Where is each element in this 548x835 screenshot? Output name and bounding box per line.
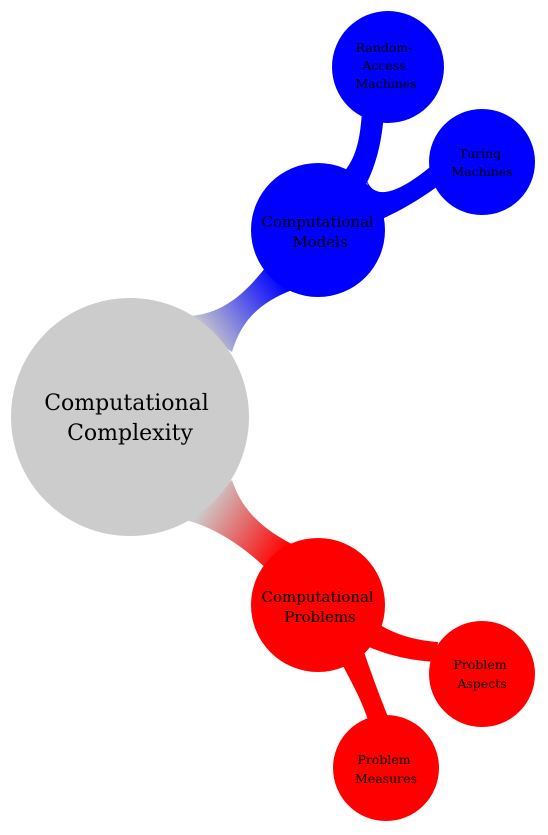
connector-problems-aspects [362, 618, 438, 662]
leaf-label-random-access-line-3: Machines [355, 76, 416, 91]
leaf-label-turing-line-2: Machines [451, 164, 512, 179]
branch-label-models-line-1: Computational [261, 213, 373, 231]
branch-label-problems-line-1: Computational [261, 588, 373, 606]
branch-node-problems [251, 538, 385, 672]
branch-node-models [251, 163, 385, 297]
leaf-node-random-access-machines [332, 11, 444, 123]
connector-models-turing [366, 162, 446, 222]
leaf-node-problem-aspects [429, 621, 535, 727]
leaf-label-random-access-line-1: Random- [356, 40, 413, 55]
leaf-label-problem-measures: Problem Measures [355, 752, 417, 786]
leaf-label-turing-machines: Turing Machines [451, 146, 512, 179]
root-label-line-2: Complexity [67, 421, 193, 446]
leaf-label-problem-aspects-line-2: Aspects [456, 676, 506, 691]
leaf-label-random-access-line-2: Access [361, 58, 405, 73]
branch-label-problems: Computational Problems [261, 588, 378, 626]
leaf-label-turing-line-1: Turing [459, 146, 501, 161]
branch-label-models: Computational Models [261, 213, 378, 251]
root-label-line-1: Computational [44, 391, 209, 416]
leaf-label-random-access-machines: Random- Access Machines [355, 40, 416, 91]
leaf-label-problem-aspects: Problem Aspects [453, 657, 510, 691]
leaf-node-problem-measures [333, 715, 439, 821]
root-node [11, 298, 249, 536]
leaf-label-problem-aspects-line-1: Problem [453, 657, 506, 672]
leaf-label-problem-measures-line-2: Measures [355, 771, 417, 786]
branch-label-problems-line-2: Problems [284, 608, 356, 626]
branch-label-models-line-2: Models [292, 233, 347, 251]
connector-root-problems [186, 480, 300, 576]
root-label: Computational Complexity [44, 391, 216, 446]
leaf-label-problem-measures-line-1: Problem [357, 752, 410, 767]
leaf-node-turing-machines [429, 109, 535, 215]
